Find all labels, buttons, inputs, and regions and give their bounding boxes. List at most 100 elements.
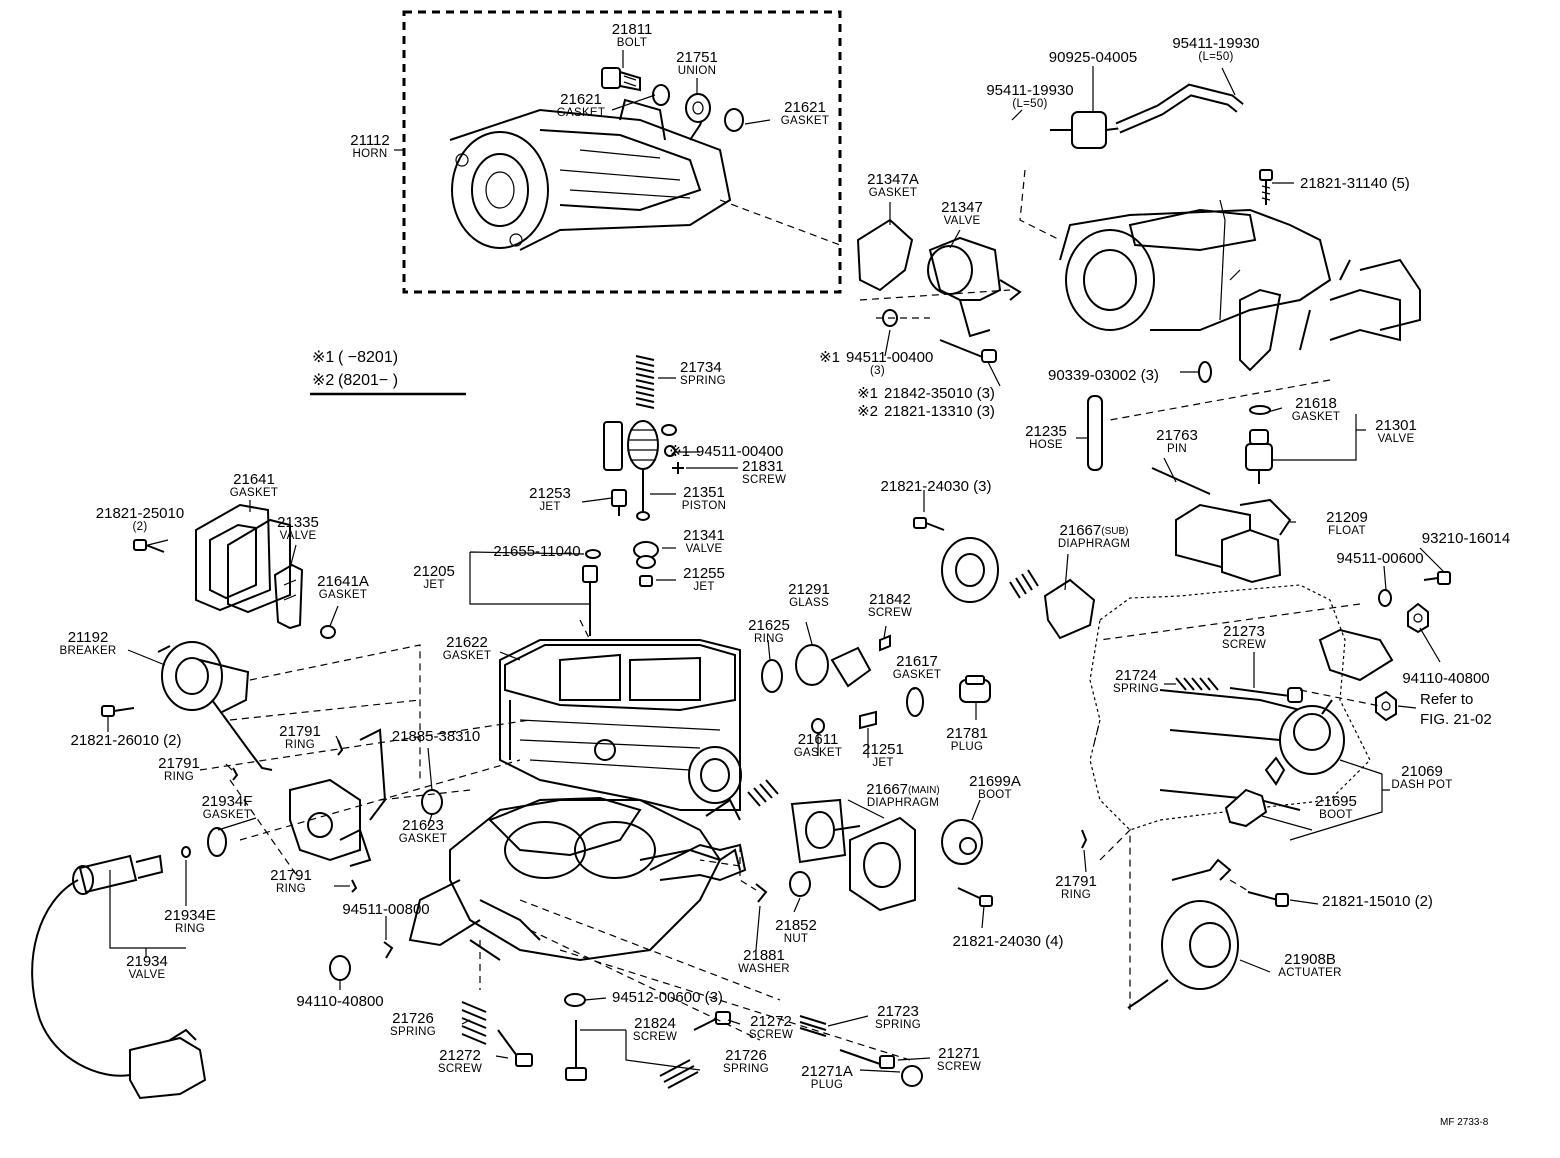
- part-number: 21763: [1156, 427, 1198, 444]
- gasket-21618: [1249, 405, 1271, 415]
- part-number: 21934: [126, 953, 168, 970]
- part-number: 94110-40800: [296, 993, 383, 1010]
- part-name: PIN: [1167, 443, 1187, 455]
- part-number: 21821-26010 (2): [71, 732, 182, 749]
- throttle-linkage: [649, 843, 747, 882]
- callout-prefix: ※1: [857, 385, 878, 402]
- part-name: HORN: [352, 148, 387, 160]
- part-number: 94511-00400: [846, 349, 933, 366]
- jet-21205: [582, 565, 598, 636]
- part-number: 21781: [946, 725, 988, 742]
- part-number: 21273: [1223, 623, 1265, 640]
- callout-7: 95411-19930(L=50): [986, 82, 1073, 110]
- part-name: RING: [1061, 889, 1091, 901]
- valve-21301: [1245, 429, 1273, 484]
- part-name: SCREW: [868, 607, 912, 619]
- diaphragm-21667-main: [790, 798, 916, 912]
- callout-63: 94511-00800: [342, 901, 429, 918]
- part-number: 21821-24030 (3): [881, 478, 992, 495]
- callout-29: 21821-25010(2): [96, 505, 184, 533]
- gasket-21655-11040: [585, 549, 601, 559]
- screw-21842: [879, 634, 891, 652]
- part-number: 21852: [775, 917, 817, 934]
- bolt-21811: [601, 67, 641, 92]
- screw-21831: [672, 462, 684, 474]
- screw-21821-31140: [1259, 169, 1273, 205]
- part-number: 90339-03002 (3): [1048, 367, 1159, 384]
- part-number: 21251: [862, 741, 904, 758]
- part-name: SCREW: [937, 1061, 981, 1073]
- union-21751: [685, 93, 711, 123]
- callout-65: 21821-24030 (4): [953, 933, 1064, 950]
- part-number: 21235: [1025, 423, 1067, 440]
- part-name: RING: [276, 883, 306, 895]
- gasket-21611: [811, 718, 825, 734]
- part-name: VALVE: [280, 530, 317, 542]
- part-name: GASKET: [781, 115, 829, 127]
- washer-94511-00600: [1378, 589, 1392, 607]
- part-number: 21341: [683, 527, 725, 544]
- plug-90339-03002: [1198, 361, 1212, 383]
- callout-39: 94511-00600: [1336, 550, 1423, 567]
- part-number: 21641: [233, 471, 275, 488]
- link-screw: [705, 798, 741, 821]
- callout-33: 21821-26010 (2): [71, 732, 182, 749]
- gasket-21617: [906, 687, 924, 717]
- screw-21273: [1229, 687, 1303, 703]
- gasket-21641: [195, 503, 291, 614]
- nut-94110-40800-a: [1407, 602, 1429, 634]
- part-number: 21821-13310 (3): [884, 403, 995, 420]
- callout-6: 95411-19930(L=50): [1172, 35, 1259, 63]
- part-name: RING: [164, 771, 194, 783]
- dash-pot-21069: [1279, 699, 1345, 775]
- callout-11: ※1 94511-00400(3): [819, 349, 933, 377]
- fuel-filter-90925-04005: [1050, 111, 1123, 149]
- part-name: JET: [693, 581, 714, 593]
- part-name: (3): [870, 365, 885, 377]
- part-name: NUT: [784, 933, 809, 945]
- screw-21821-26010: [101, 705, 135, 717]
- part-number: 21751: [676, 49, 718, 66]
- part-number: 94511-00400: [696, 443, 783, 460]
- callout-8: 21821-31140 (5): [1300, 175, 1410, 192]
- callout-13: ※2 21821-13310 (3): [857, 403, 995, 420]
- gasket-21621-b: [724, 108, 744, 132]
- screw-93210-16014: [1423, 571, 1451, 585]
- part-number: 94512-00600 (3): [612, 989, 723, 1006]
- callout-prefix: ※2: [857, 403, 878, 420]
- lower-small-parts: [329, 941, 923, 1089]
- part-name: PISTON: [682, 500, 726, 512]
- part-number: 21255: [683, 565, 725, 582]
- glass-21291: [795, 644, 829, 686]
- part-name: SPRING: [390, 1026, 436, 1038]
- part-name: SPRING: [723, 1063, 769, 1075]
- actuater-21908B: [1127, 858, 1239, 1009]
- legend-mark-2: ※2: [312, 372, 334, 389]
- part-number: 21625: [748, 617, 790, 634]
- part-name: DASH POT: [1391, 779, 1452, 791]
- part-number: 21824: [634, 1015, 676, 1032]
- part-name: WASHER: [738, 963, 790, 975]
- callout-prefix: ※1: [819, 349, 840, 366]
- valve-21335: [273, 563, 304, 630]
- part-number: 21253: [529, 485, 571, 502]
- part-number: 21623: [402, 817, 444, 834]
- part-number: 21726: [725, 1047, 767, 1064]
- part-name: DIAPHRAGM: [867, 797, 939, 809]
- part-number: 21821-25010: [96, 505, 184, 522]
